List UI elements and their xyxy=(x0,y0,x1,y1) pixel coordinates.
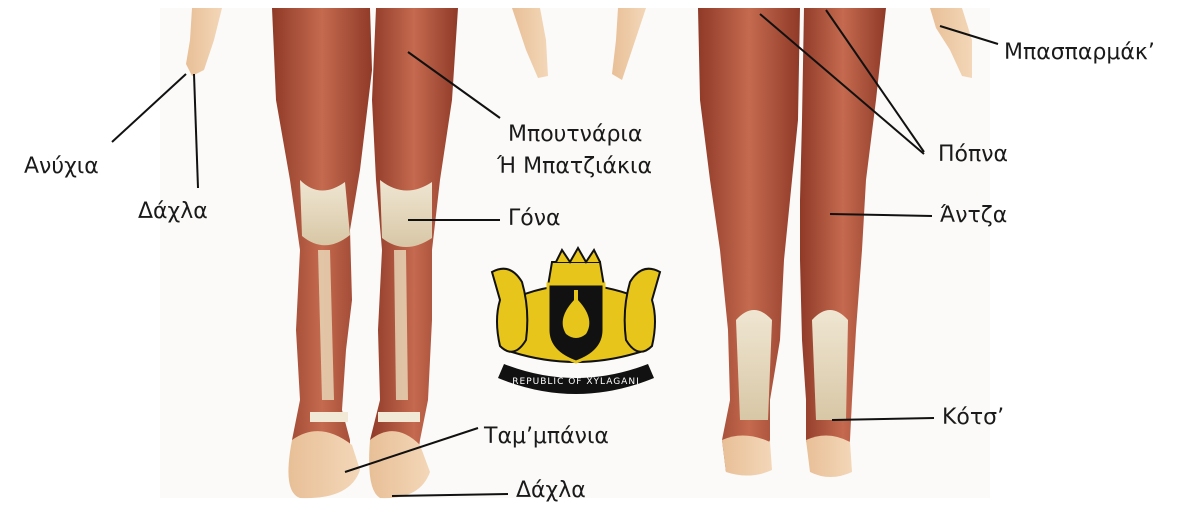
emblem-banner-text: REPUBLIC OF XYLAGANI xyxy=(512,377,639,387)
label-calf: Άντζα xyxy=(940,203,1007,229)
label-thigh-line1: Μπουτνάρια xyxy=(508,122,642,148)
label-knee: Γόνα xyxy=(508,206,561,232)
label-buttocks: Πόπνα xyxy=(938,142,1008,168)
label-thumb: Μπασπαρμάκ’ xyxy=(1004,40,1155,66)
label-ankle: Ταμ’μπάνια xyxy=(484,424,609,450)
label-toe: Δάχλα xyxy=(516,478,586,504)
label-finger-top: Δάχλα xyxy=(138,199,208,225)
label-thigh-line2: Ή Μπατζιάκια xyxy=(497,154,652,180)
label-heel: Κότσ’ xyxy=(942,405,1004,431)
label-nails: Ανύχια xyxy=(24,154,99,180)
